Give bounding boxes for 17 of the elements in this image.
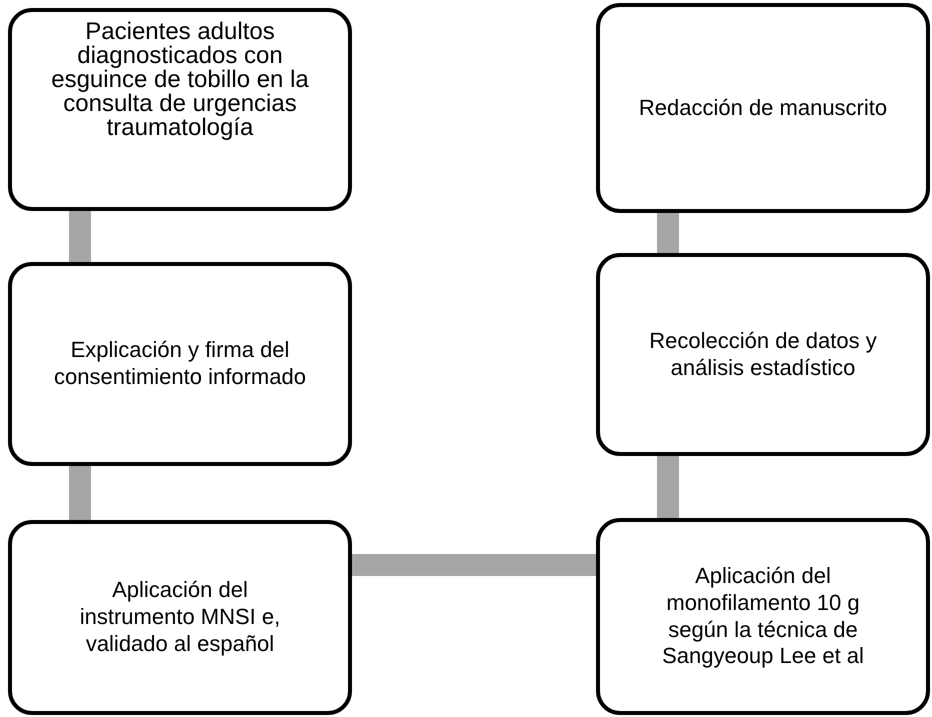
connector-bar [69, 466, 91, 520]
process-box [596, 253, 930, 456]
process-box [8, 262, 352, 466]
step-text: Explicación y firma del consentimiento informado [53, 337, 307, 391]
step-text: Aplicación del monofilamento 10 g según la técnica de Sangyeoup Lee et al [661, 562, 865, 670]
connector-bar [657, 456, 679, 518]
process-box [8, 520, 352, 715]
connector-bar [69, 211, 91, 262]
step-text: Pacientes adultos diagnosticados con esguince de tobillo en la consulta de urgencias traumatología [50, 20, 310, 140]
connector-bar [352, 554, 596, 576]
step-text: Recolección de datos y análisis estadístico [648, 328, 878, 382]
step-text: Aplicación del instrumento MNSI e, validado al español [78, 577, 282, 658]
process-box [596, 518, 930, 715]
connector-bar [657, 213, 679, 253]
step-text: Redacción de manuscrito [638, 94, 888, 122]
process-box [596, 3, 930, 213]
process-box [8, 8, 352, 211]
